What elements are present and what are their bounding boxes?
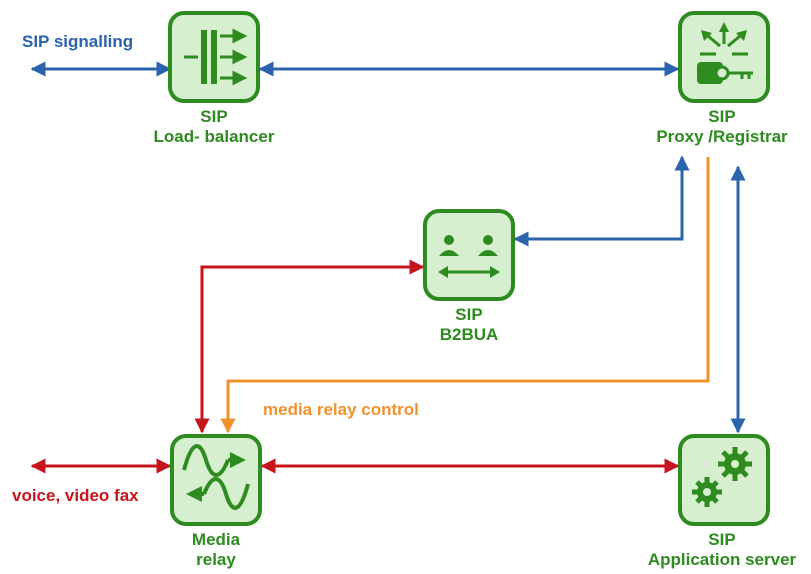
node-b2bua bbox=[423, 209, 515, 301]
voice-video-fax-label: voice, video fax bbox=[12, 486, 139, 505]
load-balancer-icon bbox=[184, 28, 248, 86]
load-balancer-label-line1: SIP bbox=[200, 107, 228, 126]
proxy-registrar-label-line2: Proxy /Registrar bbox=[656, 127, 788, 146]
media-relay-label-line1: Media bbox=[191, 530, 241, 549]
b2bua-label-line1: SIP bbox=[455, 305, 483, 324]
sip-signalling-label: SIP signalling bbox=[22, 32, 134, 51]
proxy-registrar-label-line1: SIP bbox=[708, 107, 736, 126]
media-relay-label-line2: relay bbox=[196, 550, 236, 569]
application-server-label-line1: SIP bbox=[708, 530, 736, 549]
node-application-server bbox=[678, 434, 770, 526]
application-server-label: SIP Application server bbox=[612, 530, 811, 570]
application-server-icon bbox=[692, 447, 752, 507]
signalling-arrow-proxy-b2bua bbox=[513, 155, 690, 247]
b2bua-label-line2: B2BUA bbox=[439, 325, 499, 344]
media-relay-icon bbox=[182, 444, 250, 510]
b2bua-label: SIP B2BUA bbox=[359, 305, 579, 345]
media-relay-label: Media relay bbox=[106, 530, 326, 570]
proxy-registrar-icon bbox=[697, 22, 753, 84]
control-arrow-proxy-relay bbox=[220, 157, 710, 434]
node-media-relay bbox=[170, 434, 262, 526]
b2bua-icon bbox=[438, 235, 500, 278]
load-balancer-label: SIP Load- balancer bbox=[104, 107, 324, 147]
load-balancer-label-line2: Load- balancer bbox=[153, 127, 275, 146]
media-arrow-b2bua-relay bbox=[194, 259, 425, 434]
proxy-registrar-label: SIP Proxy /Registrar bbox=[612, 107, 811, 147]
application-server-label-line2: Application server bbox=[647, 550, 797, 569]
node-load-balancer bbox=[168, 11, 260, 103]
node-proxy-registrar bbox=[678, 11, 770, 103]
media-relay-control-label: media relay control bbox=[263, 400, 419, 419]
